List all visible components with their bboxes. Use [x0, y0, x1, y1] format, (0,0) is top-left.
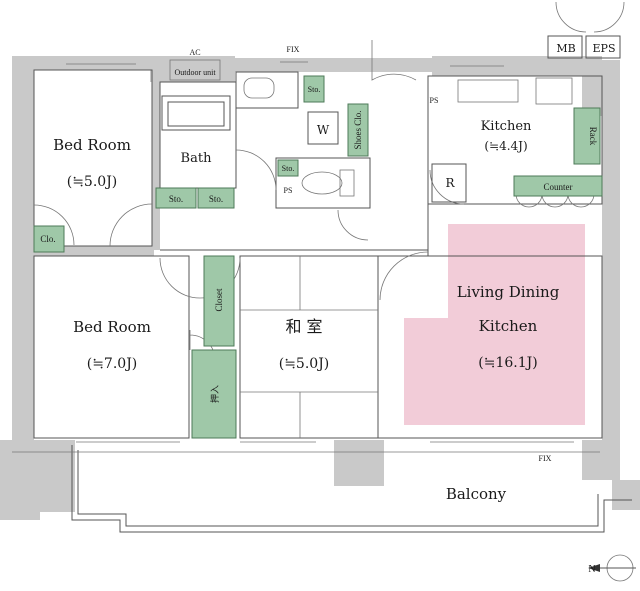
interior-lines: [33, 1, 636, 582]
bedroom1-size: (≒5.0J): [67, 174, 118, 190]
ps2-label: PS: [430, 96, 439, 105]
sto3-label: Sto.: [308, 85, 321, 94]
washitsu-name: 和 室: [285, 317, 322, 336]
storage-sto-3: [303, 75, 325, 103]
kitchen-name: Kitchen: [481, 119, 532, 134]
sto2-label: Sto.: [209, 194, 223, 204]
fix-bottom-label: FIX: [539, 454, 552, 463]
ldk-name-line2: Kitchen: [479, 317, 538, 335]
oshiire-label: 押入: [209, 385, 220, 403]
ac-label-line2: Outdoor unit: [174, 68, 216, 77]
storage-sto-4: [277, 159, 299, 177]
ldk-highlight: [404, 224, 585, 425]
mb-label: MB: [556, 42, 575, 55]
storage-sto-1: [155, 187, 197, 209]
balcony-rail: [12, 445, 632, 533]
storage-clo: [33, 225, 65, 253]
storage-shoes: [347, 103, 369, 157]
labels: Bed Room (≒5.0J) Bed Room (≒7.0J) 和 室 (≒…: [40, 42, 615, 575]
washitsu-size: (≒5.0J): [279, 356, 330, 372]
ac-label-line1: AC: [189, 48, 200, 57]
fix-top-label: FIX: [287, 45, 300, 54]
sto1-label: Sto.: [169, 194, 183, 204]
counter-label: Counter: [544, 182, 573, 192]
fridge-label: R: [445, 176, 455, 190]
bedroom2-name: Bed Room: [73, 318, 151, 336]
bedroom1-name: Bed Room: [53, 136, 131, 154]
bath-name: Bath: [181, 151, 213, 166]
storage-counter: [513, 175, 603, 197]
shoes-label: Shoes Clo.: [353, 110, 363, 149]
storage-sto-2: [197, 187, 235, 209]
closet-label: Closet: [214, 288, 224, 312]
ldk-name-line1: Living Dining: [457, 283, 560, 301]
ps1-label: PS: [284, 186, 293, 195]
storage-rack: [573, 107, 601, 165]
sto4-label: Sto.: [282, 164, 295, 173]
eps-label: EPS: [593, 42, 616, 55]
washer-label: W: [317, 123, 330, 137]
north-label: N: [588, 564, 595, 575]
clo-label: Clo.: [40, 234, 55, 244]
rack-label: Rack: [588, 127, 598, 146]
storage-closet: [203, 255, 235, 347]
balcony-name: Balcony: [446, 485, 507, 503]
kitchen-size: (≒4.4J): [484, 139, 527, 153]
storage-blocks: [33, 75, 603, 439]
bedroom2-size: (≒7.0J): [87, 356, 138, 372]
storage-oshiire: [191, 349, 237, 439]
ldk-size: (≒16.1J): [478, 355, 537, 371]
